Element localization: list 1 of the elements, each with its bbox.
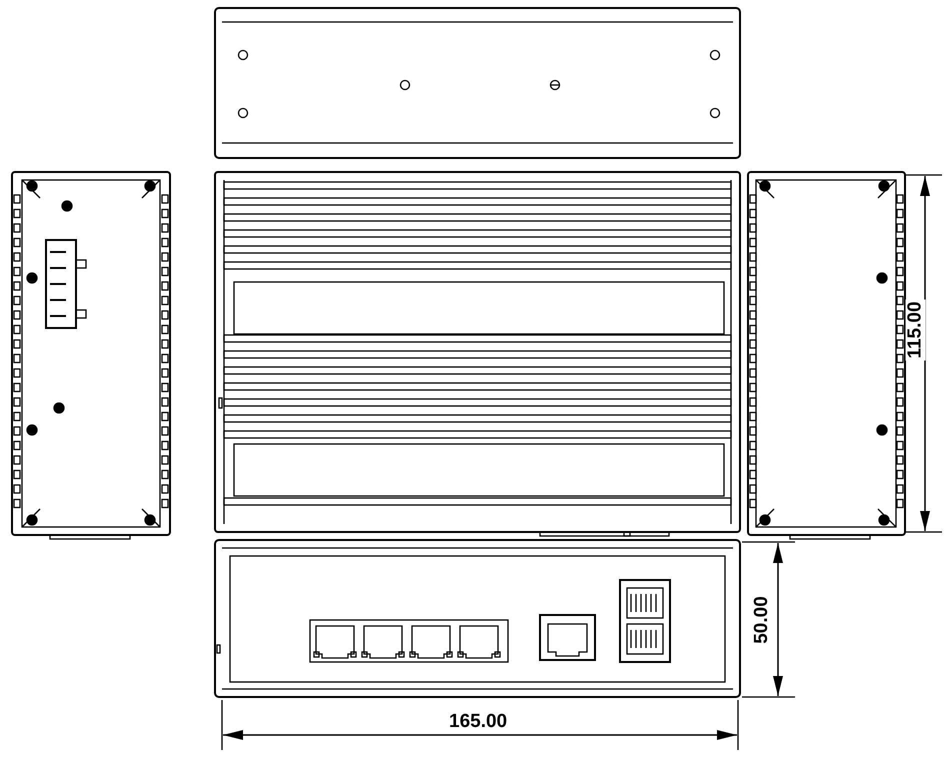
dimension-label: 115.00 [905, 299, 926, 361]
